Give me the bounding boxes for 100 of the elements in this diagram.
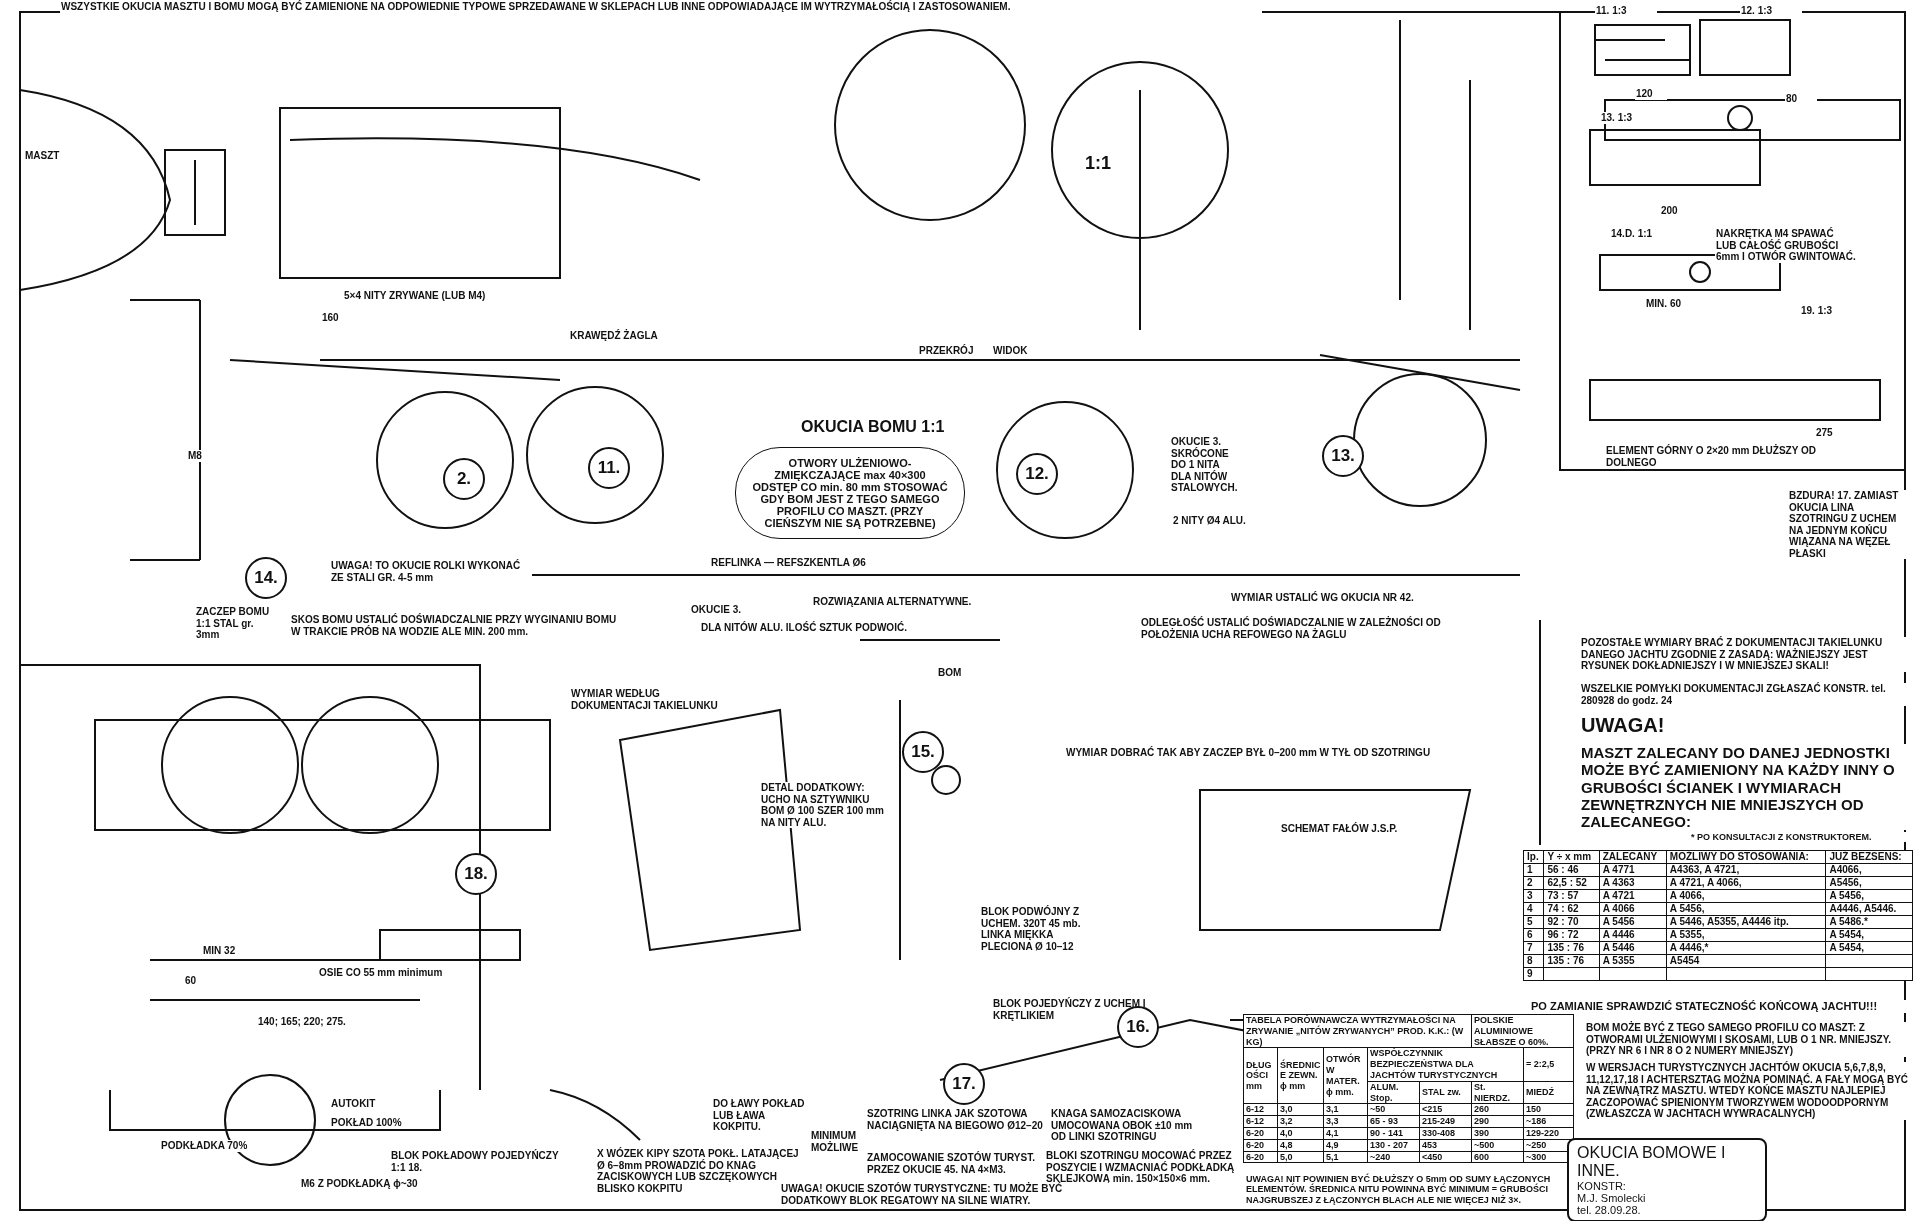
part-number: 2.: [443, 458, 485, 500]
table-cell: WSPÓŁCZYNNIK BEZPIECZEŃSTWA DLA JACHTÓW TURYSTYCZNYCH: [1367, 1047, 1524, 1082]
note-text: UWAGA! OKUCIE SZOTÓW TURYSTYCZNE: TU MOŻE BYĆ DODATKOWY BLOK REGATOWY NA SILNE WIATRY.: [780, 1183, 1112, 1206]
note-text: OTWORY ULŻENIOWO-ZMIĘKCZAJĄCE max 40×300 ODSTĘP CO min. 80 mm STOSOWAĆ GDY BOM JEST Z TEGO SAMEGO PROFILU CO MASZT. (PRZY CIEŃSZYM NIE SĄ POTRZEBNE): [752, 457, 948, 529]
title-text: OKUCIA BOMOWE I INNE.: [1577, 1144, 1727, 1180]
table-cell: 5,1: [1323, 1151, 1368, 1163]
table-cell: 130 - 207: [1367, 1139, 1420, 1152]
table-cell: ~186: [1523, 1115, 1574, 1128]
table-cell: = 2:2,5: [1523, 1047, 1574, 1082]
table-cell: DŁUGOŚCI mm: [1243, 1047, 1278, 1104]
table-cell: A 5454,: [1825, 941, 1913, 955]
table-cell: 6-20: [1243, 1127, 1278, 1140]
table-cell: 600: [1471, 1151, 1524, 1163]
table-cell: A4446, A5446.: [1825, 902, 1913, 916]
table-cell: 7: [1523, 941, 1544, 955]
part-number: 13.: [1322, 435, 1364, 477]
table-cell: A 5446: [1599, 941, 1667, 955]
table-cell: 129-220: [1523, 1127, 1574, 1140]
table-cell: 6-20: [1243, 1151, 1278, 1163]
table-cell: 4,0: [1277, 1127, 1324, 1140]
table-cell: 3,2: [1277, 1115, 1324, 1128]
table-cell: 9: [1523, 967, 1544, 981]
table-cell: 8: [1523, 954, 1544, 968]
table-cell: 3,0: [1277, 1103, 1324, 1116]
table-cell: 150: [1523, 1103, 1574, 1116]
table-cell: A 5456: [1599, 915, 1667, 929]
table-cell: 6-12: [1243, 1103, 1278, 1116]
table-cell: 65 - 93: [1367, 1115, 1420, 1128]
table-cell: 330-408: [1419, 1127, 1472, 1140]
part-label: 11. 1:3: [1595, 5, 1657, 17]
table-cell: ~240: [1367, 1151, 1420, 1163]
table-cell: 290: [1471, 1115, 1524, 1128]
table-cell: lp.: [1523, 850, 1544, 864]
table-cell: A4363, A 4721,: [1666, 863, 1826, 877]
part-number: 11.: [588, 447, 630, 489]
table-cell: POLSKIE ALUMINIOWE SŁABSZE O 60%.: [1471, 1014, 1574, 1048]
table-cell: 92 : 70: [1543, 915, 1600, 929]
part-number: 16.: [1117, 1006, 1159, 1048]
table-cell: 90 - 141: [1367, 1127, 1420, 1140]
table-cell: 3,1: [1323, 1103, 1368, 1116]
table-cell: A 5355,: [1666, 928, 1826, 942]
table-cell: 135 : 76: [1543, 954, 1600, 968]
table-cell: ŚREDNICE ZEWN. ϕ mm: [1277, 1047, 1324, 1104]
table-cell: 6: [1523, 928, 1544, 942]
table-cell: Y ÷ x mm: [1543, 850, 1600, 864]
dimension-label: 80: [1785, 93, 1817, 105]
table-cell: 3,3: [1323, 1115, 1368, 1128]
title-block-text: M.J. Smolecki: [1577, 1192, 1647, 1204]
table-cell: ZALECANY: [1599, 850, 1667, 864]
table-cell: ALUM. Stop.: [1367, 1081, 1420, 1104]
table-cell: A 5454,: [1825, 928, 1913, 942]
part-number: 17.: [943, 1063, 985, 1105]
table-cell: 6-20: [1243, 1139, 1278, 1152]
table-cell: 4,9: [1323, 1139, 1368, 1152]
table-cell: A 5486.*: [1825, 915, 1913, 929]
table-cell: 390: [1471, 1127, 1524, 1140]
table-cell: 4: [1523, 902, 1544, 916]
table-cell: 6-12: [1243, 1115, 1278, 1128]
table-cell: 73 : 57: [1543, 889, 1600, 903]
table-cell: JUŻ BEZSENS:: [1825, 850, 1913, 864]
table-cell: OTWÓR W MATER. ϕ mm.: [1323, 1047, 1368, 1104]
table-cell: MOŻLIWY DO STOSOWANIA:: [1666, 850, 1826, 864]
table-cell: 56 : 46: [1543, 863, 1600, 877]
table-cell: A 4066,: [1666, 889, 1826, 903]
table-cell: 2: [1523, 876, 1544, 890]
table-cell: 5: [1523, 915, 1544, 929]
table-cell: <215: [1419, 1103, 1472, 1116]
table-cell: A 4446: [1599, 928, 1667, 942]
annotation-text: UWAGA! TO OKUCIE ROLKI WYKONAĆ ZE STALI GR. 4-5 mm: [330, 560, 532, 583]
table-cell: ~50: [1367, 1103, 1420, 1116]
part-number: 12.: [1016, 453, 1058, 495]
title-block-text: KONSTR:: [1577, 1180, 1627, 1192]
table-cell: A 4721: [1599, 889, 1667, 903]
table-cell: 135 : 76: [1543, 941, 1600, 955]
title-block-text: tel. 28.09.28.: [1577, 1204, 1642, 1216]
table-cell: A 5456,: [1666, 902, 1826, 916]
table-cell: A 4066: [1599, 902, 1667, 916]
table-cell: 5,0: [1277, 1151, 1324, 1163]
annotation-text: BLOK POKŁADOWY POJEDYŃCZY 1:1 18.: [390, 1150, 562, 1173]
table-cell: 4,8: [1277, 1139, 1324, 1152]
table-cell: STAL zw.: [1419, 1081, 1472, 1104]
table-cell: TABELA PORÓWNAWCZA WYTRZYMAŁOŚCI NA ZRYWANIE „NITÓW ZRYWANYCH” PROD. K.K.: (W KG): [1243, 1014, 1472, 1048]
table-cell: MIEDŹ: [1523, 1081, 1574, 1104]
table-cell: A5454: [1666, 954, 1826, 968]
note-text: WSZYSTKIE OKUCIA MASZTU I BOMU MOGĄ BYĆ ZAMIENIONE NA ODPOWIEDNIE TYPOWE SPRZEDAWANE W SKLEPACH LUB INNE ODPOWIADAJĄCE IM WYTRZYMAŁOŚCIĄ I ZASTOSOWANIEM.: [60, 1, 1262, 13]
part-label: 12. 1:3: [1740, 5, 1802, 17]
part-number: 14.: [245, 557, 287, 599]
table-cell: 1: [1523, 863, 1544, 877]
table-cell: A 4363: [1599, 876, 1667, 890]
table-cell: ~500: [1471, 1139, 1524, 1152]
table-cell: 3: [1523, 889, 1544, 903]
table-cell: 74 : 62: [1543, 902, 1600, 916]
annotation-text: NAKRĘTKA M4 SPAWAĆ LUB CAŁOŚĆ GRUBOŚCI 6mm I OTWÓR GWINTOWAĆ.: [1715, 228, 1857, 263]
part-number: 15.: [902, 731, 944, 773]
table-cell: 96 : 72: [1543, 928, 1600, 942]
table-cell: <450: [1419, 1151, 1472, 1163]
part-number: 18.: [455, 853, 497, 895]
table-cell: 453: [1419, 1139, 1472, 1152]
table-cell: A 4446,*: [1666, 941, 1826, 955]
table-cell: 62,5 : 52: [1543, 876, 1600, 890]
